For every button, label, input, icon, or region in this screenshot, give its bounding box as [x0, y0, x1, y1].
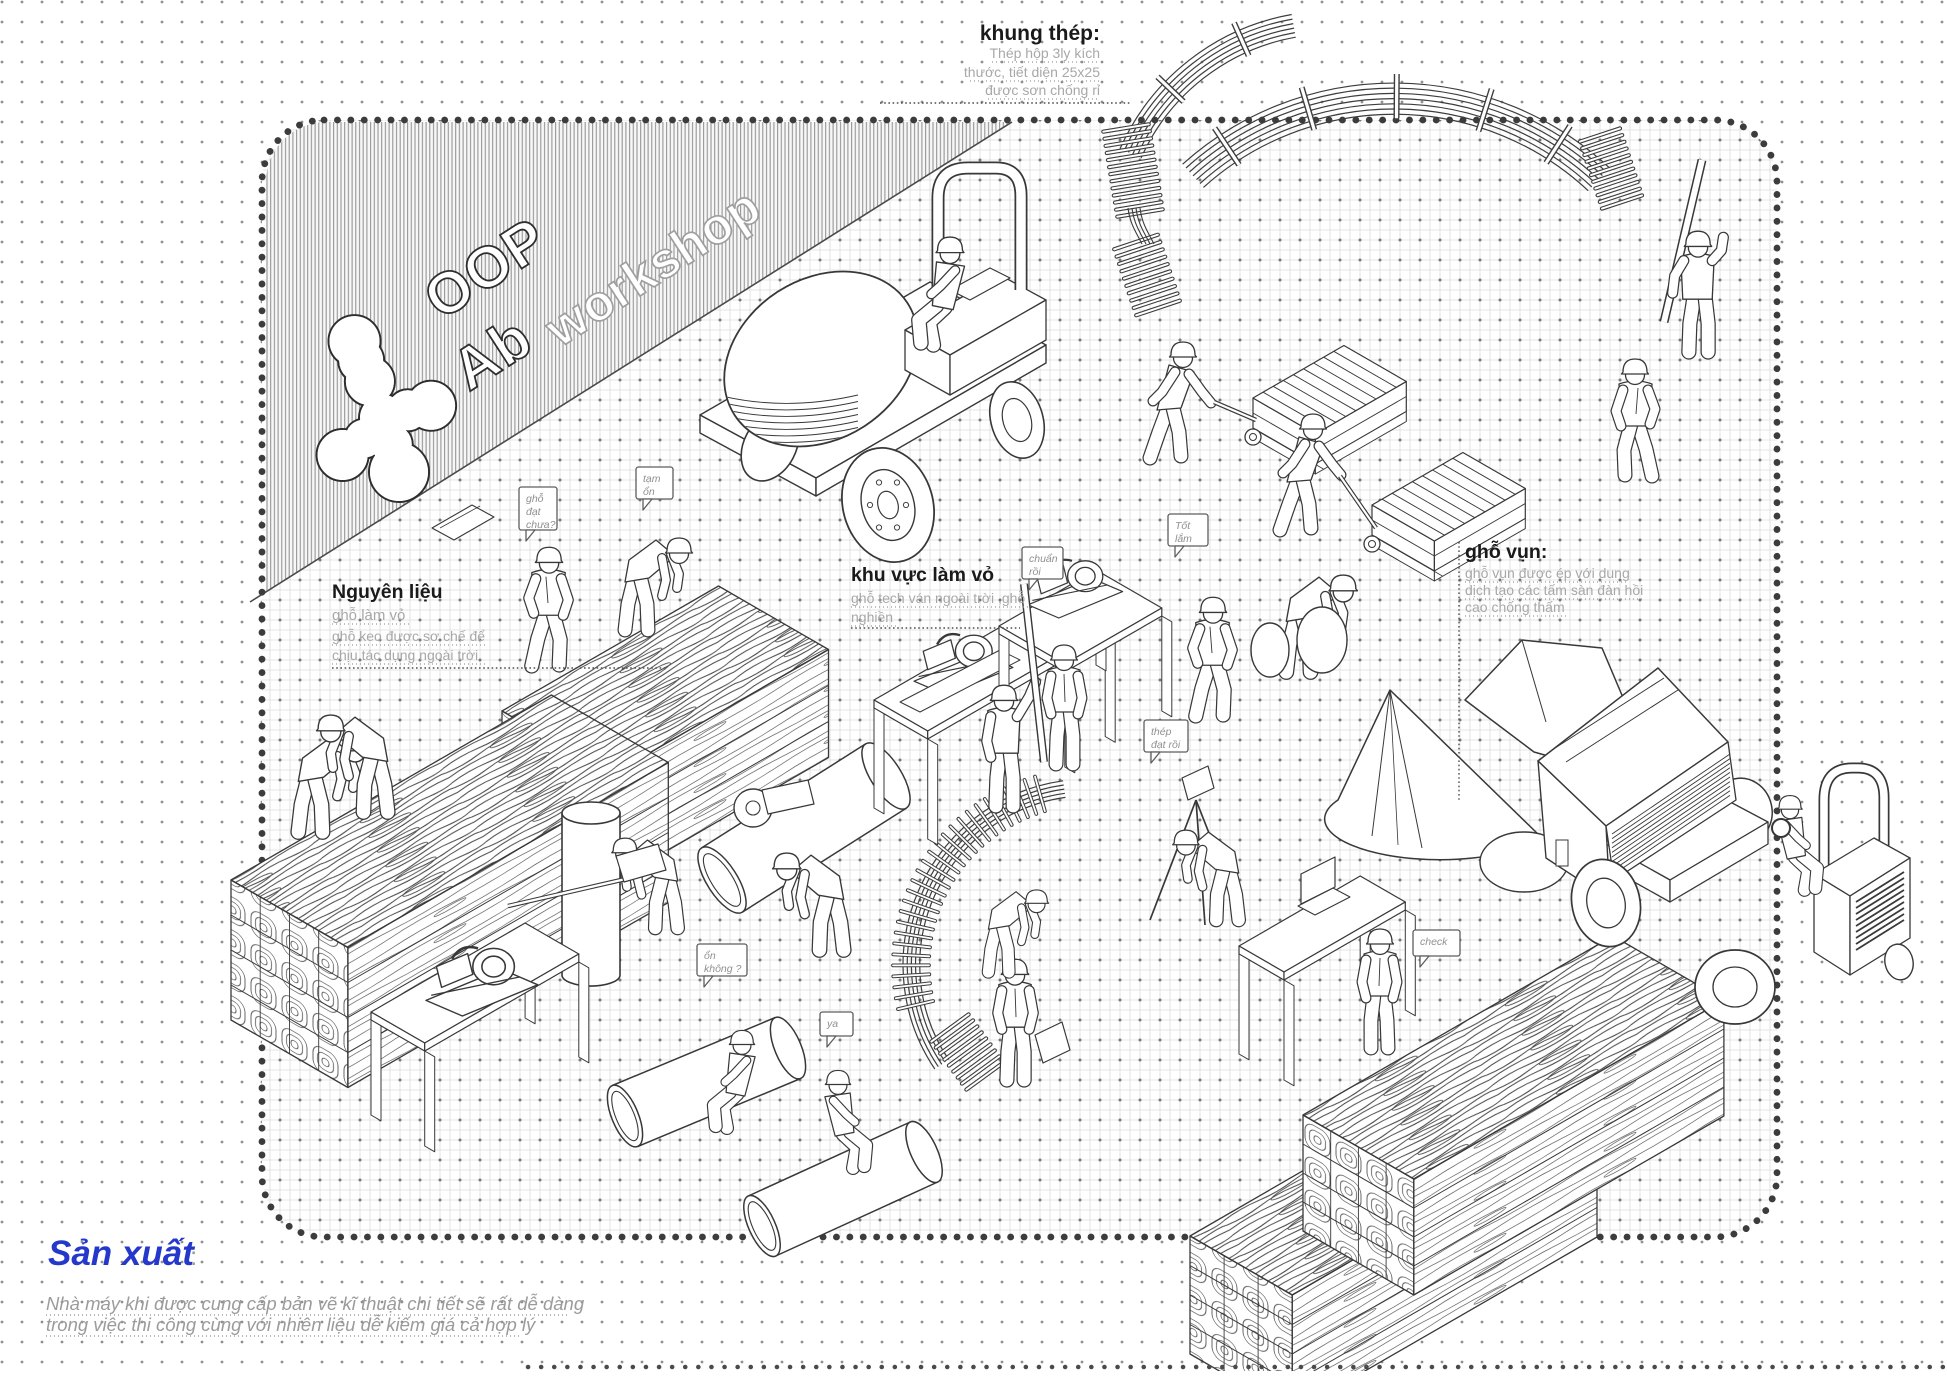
svg-text:đạt: đạt [526, 506, 542, 518]
svg-text:ya: ya [826, 1018, 838, 1030]
svg-text:chưa?: chưa? [526, 519, 556, 531]
svg-text:nghiền: nghiền [851, 609, 893, 625]
svg-text:ghỗ: ghỗ [526, 492, 544, 505]
svg-text:check: check [1420, 936, 1448, 948]
svg-text:Tốt: Tốt [1175, 520, 1191, 532]
svg-text:thép: thép [1151, 726, 1172, 738]
svg-text:Nhà máy khi được cung cấp bản: Nhà máy khi được cung cấp bản vẽ kĩ thuậ… [46, 1293, 585, 1314]
svg-text:chịu tác dụng ngoài trời: chịu tác dụng ngoài trời [332, 647, 478, 663]
svg-text:cao chống thấm: cao chống thấm [1465, 599, 1565, 615]
svg-text:rồi: rồi [1029, 566, 1041, 578]
svg-text:khu vực làm vỏ: khu vực làm vỏ [851, 564, 994, 586]
svg-text:Thép hộp 3ly kích: Thép hộp 3ly kích [989, 45, 1100, 61]
svg-text:Nguyên liệu: Nguyên liệu [332, 581, 443, 603]
svg-text:được sơn chống rỉ: được sơn chống rỉ [985, 82, 1101, 98]
svg-text:không ?: không ? [704, 963, 742, 975]
svg-text:Sản xuất: Sản xuất [48, 1234, 195, 1273]
svg-text:chuẩn: chuẩn [1029, 553, 1058, 565]
svg-text:dịch tạo các tấm sàn đàn hồi: dịch tạo các tấm sàn đàn hồi [1465, 582, 1643, 598]
svg-text:thước, tiết diện 25x25: thước, tiết diện 25x25 [964, 64, 1100, 80]
svg-text:ghỗ tech ván ngoài trời ,ghỗ: ghỗ tech ván ngoài trời ,ghỗ [851, 590, 1025, 606]
svg-text:tạm: tạm [643, 473, 661, 485]
svg-text:lắm: lắm [1175, 532, 1192, 545]
svg-text::: : [190, 1241, 197, 1271]
svg-text:ổn: ổn [643, 486, 655, 498]
svg-text:khung thép:: khung thép: [980, 22, 1100, 45]
svg-text:ghỗ làm vỏ: ghỗ làm vỏ [332, 607, 405, 624]
svg-text:ổn: ổn [704, 950, 716, 962]
svg-text:đạt rồi: đạt rồi [1151, 739, 1181, 751]
svg-text:trong việc thi công cùng với n: trong việc thi công cùng với nhiên liệu … [46, 1314, 537, 1335]
svg-text:ghỗ keo được sơ chế để: ghỗ keo được sơ chế để [332, 628, 485, 644]
svg-text:ghỗ vụn được ép với dung: ghỗ vụn được ép với dung [1465, 565, 1630, 581]
svg-text:ghỗ vụn:: ghỗ vụn: [1465, 539, 1547, 563]
